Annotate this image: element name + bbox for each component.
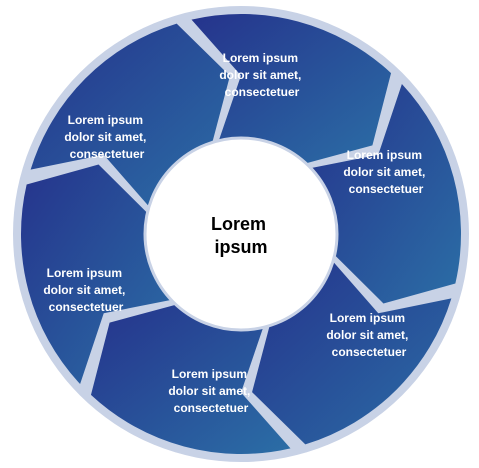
- ring-segment-5: [21, 164, 171, 385]
- center-label-line-2: ipsum: [214, 237, 267, 257]
- segment-label-6-line-2: dolor sit amet,: [64, 130, 146, 144]
- center-circle: [145, 138, 337, 330]
- segment-label-2-line-1: Lorem ipsum: [347, 148, 422, 162]
- segment-label-1-line-3: consectetuer: [225, 85, 300, 99]
- segment-label-6-line-3: consectetuer: [70, 147, 145, 161]
- segment-label-2: Lorem ipsum dolor sit amet, consectetuer: [343, 148, 428, 196]
- segment-labels: Lorem ipsum dolor sit amet, consectetuer…: [43, 51, 428, 415]
- ring-segment-4: [90, 304, 291, 454]
- ring-segment-1: [191, 14, 392, 164]
- segment-label-5-line-2: dolor sit amet,: [43, 283, 125, 297]
- segment-label-1-line-1: Lorem ipsum: [223, 51, 298, 65]
- center-label-line-1: Lorem: [211, 214, 266, 234]
- segment-label-4: Lorem ipsum dolor sit amet, consectetuer: [168, 367, 253, 415]
- segment-label-3-line-2: dolor sit amet,: [326, 328, 408, 342]
- segment-label-4-line-3: consectetuer: [174, 401, 249, 415]
- segment-label-4-line-2: dolor sit amet,: [168, 384, 250, 398]
- segment-label-1: Lorem ipsum dolor sit amet, consectetuer: [219, 51, 304, 99]
- segments-group: [21, 14, 461, 454]
- segment-label-3-line-1: Lorem ipsum: [330, 311, 405, 325]
- segment-label-3-line-3: consectetuer: [332, 345, 407, 359]
- segment-label-3: Lorem ipsum dolor sit amet, consectetuer: [326, 311, 411, 359]
- ring-segment-2: [311, 83, 461, 304]
- center-circle-border: [143, 136, 339, 332]
- segment-label-5-line-3: consectetuer: [49, 300, 124, 314]
- ring-segment-3: [252, 262, 452, 445]
- segment-label-5: Lorem ipsum dolor sit amet, consectetuer: [43, 266, 128, 314]
- segment-label-6-line-1: Lorem ipsum: [68, 113, 143, 127]
- segment-label-4-line-1: Lorem ipsum: [172, 367, 247, 381]
- center-label: Lorem ipsum: [211, 214, 271, 257]
- ring-segment-6: [30, 23, 230, 206]
- segment-label-5-line-1: Lorem ipsum: [47, 266, 122, 280]
- segment-label-6: Lorem ipsum dolor sit amet, consectetuer: [64, 113, 149, 161]
- segment-label-2-line-2: dolor sit amet,: [343, 165, 425, 179]
- segment-label-2-line-3: consectetuer: [349, 182, 424, 196]
- segment-label-1-line-2: dolor sit amet,: [219, 68, 301, 82]
